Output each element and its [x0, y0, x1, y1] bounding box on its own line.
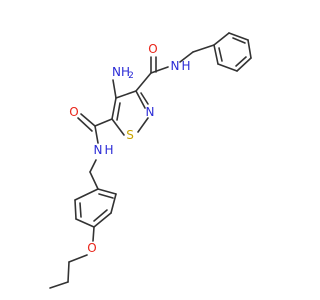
molecule-diagram: O N H NH 2 N S O N H O [49, 32, 252, 289]
bond [111, 97, 117, 120]
bond [137, 117, 149, 133]
bond [135, 90, 146, 109]
bond [79, 202, 82, 218]
bond [115, 90, 137, 99]
atom-labels: O N H NH 2 N S O N H O [69, 42, 190, 255]
bond [232, 37, 246, 44]
bond [93, 209, 108, 222]
bond [213, 44, 219, 65]
bond [213, 32, 230, 46]
bond [150, 66, 169, 74]
bond [247, 39, 252, 59]
bond [116, 102, 121, 121]
bond [217, 63, 238, 72]
atom-label-sulfur: S [126, 128, 134, 142]
bond [74, 199, 77, 220]
atom-label-amine: NH [112, 65, 130, 79]
bond [94, 125, 99, 144]
bond [49, 281, 69, 289]
bond [89, 159, 97, 173]
atom-label-amine-subscript: 2 [128, 71, 134, 81]
bond [179, 51, 194, 63]
bond [93, 212, 112, 228]
atom-label-ether-oxygen: O [87, 241, 96, 255]
atom-label-nitrogen-2: N [94, 143, 103, 157]
bond [68, 254, 88, 263]
bond [140, 92, 149, 105]
bond [92, 226, 95, 242]
atom-label-hydrogen-2: H [104, 143, 113, 157]
bond [77, 117, 93, 132]
bond [111, 118, 125, 136]
bond [112, 79, 117, 99]
bond [89, 171, 99, 190]
bond [218, 47, 223, 62]
atom-label-hydrogen: H [181, 59, 190, 73]
bond [94, 118, 113, 127]
bond [110, 193, 117, 214]
molecule-structure: O N H NH 2 N S O N H O [49, 32, 252, 289]
bond [135, 72, 152, 92]
bond [235, 56, 247, 67]
bond [67, 261, 70, 283]
bond [97, 188, 117, 195]
atom-label-nitrogen: N [171, 59, 180, 73]
atom-label-oxygen-2: O [69, 105, 78, 119]
bond [75, 218, 95, 228]
bond-lines [49, 32, 252, 289]
atom-label-ring-nitrogen: N [146, 105, 155, 119]
bond [98, 193, 114, 199]
bond [80, 113, 96, 127]
atom-label-oxygen: O [148, 42, 157, 56]
bond [228, 32, 249, 41]
bond [74, 188, 99, 201]
bond [192, 44, 215, 53]
bond [236, 57, 252, 72]
